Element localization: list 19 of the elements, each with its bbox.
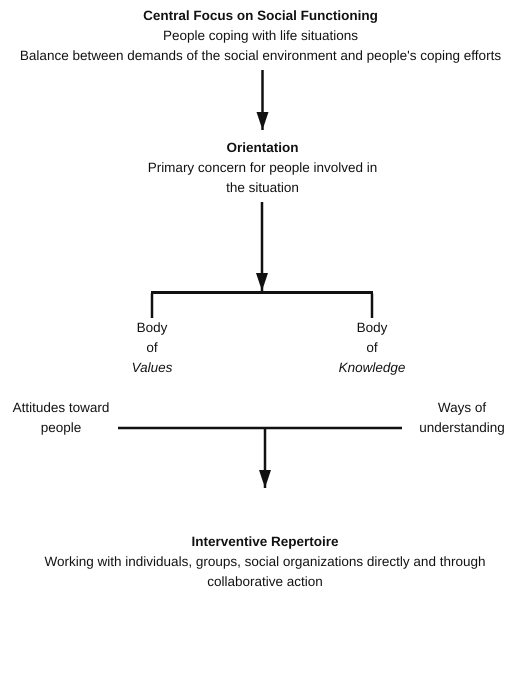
heading-text: Orientation <box>225 139 300 157</box>
bracket-leg <box>370 294 374 318</box>
bracket-leg <box>150 294 154 318</box>
arrow <box>259 428 271 488</box>
bracket-bar <box>150 291 374 294</box>
body-text: Primary concern for people involved in the situation <box>146 159 378 197</box>
connector-line <box>118 426 265 430</box>
arrow <box>256 70 268 130</box>
body-text: Attitudes toward people <box>12 399 110 437</box>
arrow <box>256 202 268 291</box>
heading-text: Central Focus on Social Functioning <box>142 7 379 25</box>
body-text: Balance between demands of the social environment and people's coping efforts <box>18 47 502 65</box>
connector-line <box>265 426 402 430</box>
body-text: People coping with life situations <box>162 27 360 45</box>
heading-text: Interventive Repertoire <box>190 533 340 551</box>
body-text: Body of Knowledge <box>338 319 406 377</box>
body-text: Working with individuals, groups, social organizations directly and through collaborative action <box>44 553 486 591</box>
body-text: Body of Values <box>132 319 172 377</box>
body-text: Ways of understanding <box>418 399 506 437</box>
